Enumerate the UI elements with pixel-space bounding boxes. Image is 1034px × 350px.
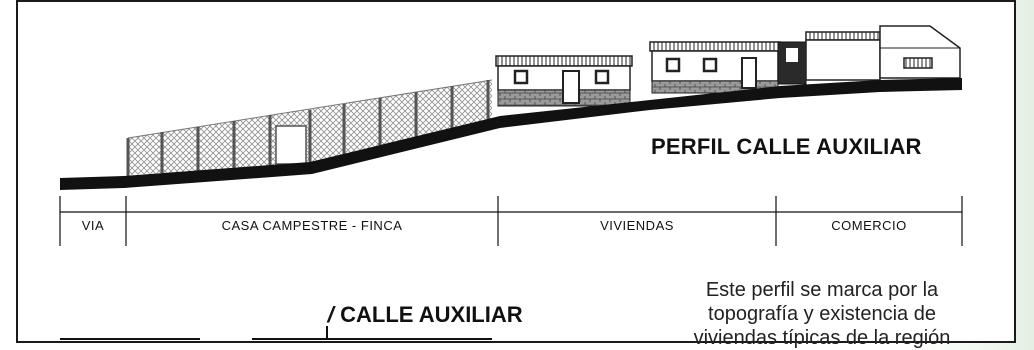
frame-bottom-border xyxy=(16,341,1016,343)
cut-off-tick xyxy=(326,326,328,340)
description-line-3: viviendas típicas de la región xyxy=(693,327,951,349)
zone-dimension-line xyxy=(59,196,963,246)
profile-title: PERFIL CALLE AUXILIAR xyxy=(651,134,922,159)
description-line-1: Este perfil se marca por la xyxy=(705,279,939,301)
zone-label-via: VIA xyxy=(81,218,105,233)
ground-profile xyxy=(60,78,962,190)
frame-top-border xyxy=(16,0,1016,2)
zone-label-casa-campestre: CASA CAMPESTRE - FINCA xyxy=(221,218,403,233)
section-subtitle: /CALLE AUXILIAR xyxy=(325,302,523,328)
cut-off-line-mid xyxy=(252,338,492,340)
commercial-building xyxy=(777,25,961,85)
house-2 xyxy=(649,41,781,94)
fence xyxy=(126,79,493,176)
subtitle-text: CALLE AUXILIAR xyxy=(340,302,523,327)
house-1 xyxy=(495,55,633,107)
description-text: Este perfil se marca por la topografía y… xyxy=(652,278,992,350)
cut-off-line-left xyxy=(60,338,200,340)
description-line-2: topografía y existencia de xyxy=(708,303,936,325)
zone-label-viviendas: VIVIENDAS xyxy=(600,218,674,233)
zone-label-comercio: COMERCIO xyxy=(831,218,907,233)
